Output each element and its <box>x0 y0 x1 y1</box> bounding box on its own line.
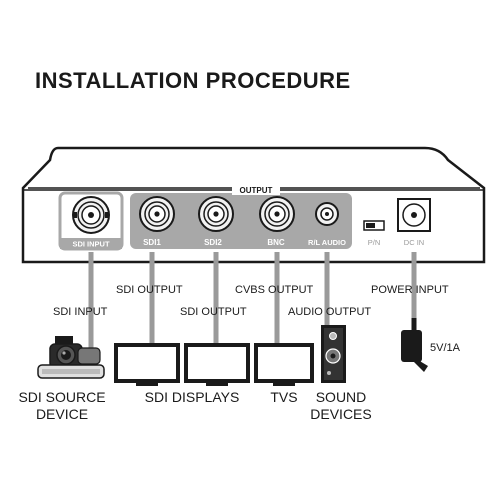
camera-icon <box>37 336 105 379</box>
sdi-output-connection-label-1: SDI OUTPUT <box>116 284 183 296</box>
sdi-input-panel: SDI INPUT <box>58 191 124 251</box>
sound-devices-label-line1: SOUND <box>316 389 367 405</box>
sound-devices-label-line2: DEVICES <box>310 406 371 422</box>
bnc-connector-icon <box>259 196 295 232</box>
source-device-label-line1: SDI SOURCE <box>18 389 105 405</box>
rl-audio-port-label: R/L AUDIO <box>308 238 346 247</box>
switch-icon <box>363 220 385 231</box>
monitor-icon <box>254 343 314 386</box>
sdi-input-port-label: SDI INPUT <box>72 240 110 249</box>
pn-label: P/N <box>368 238 381 247</box>
source-device-label-line2: DEVICE <box>36 406 88 422</box>
rca-jack-icon <box>315 202 339 226</box>
power-adapter-icon <box>401 318 428 372</box>
monitor-icon <box>184 343 250 386</box>
monitor-icon <box>114 343 180 386</box>
dc-in-label: DC IN <box>404 238 424 247</box>
cvbs-output-connection-label: CVBS OUTPUT <box>235 284 314 296</box>
sdi2-port-label: SDI2 <box>204 238 222 247</box>
speaker-icon <box>321 325 346 383</box>
dc-jack-icon <box>397 198 431 232</box>
output-header: OUTPUT <box>240 186 273 195</box>
bnc-connector-icon <box>72 196 110 234</box>
sdi1-port-label: SDI1 <box>143 238 161 247</box>
sdi-input-connection-label: SDI INPUT <box>53 306 108 318</box>
output-panel: OUTPUT SDI1 SDI2 BNC R/L AUDIO <box>130 185 352 249</box>
audio-output-connection-label: AUDIO OUTPUT <box>288 306 371 318</box>
displays-label: SDI DISPLAYS <box>145 389 240 405</box>
page-title: INSTALLATION PROCEDURE <box>35 68 351 93</box>
power-input-connection-label: POWER INPUT <box>371 284 449 296</box>
cables <box>88 252 417 352</box>
bnc-connector-icon <box>198 196 234 232</box>
adapter-rating-label: 5V/1A <box>430 342 461 354</box>
bnc-port-label: BNC <box>267 238 285 247</box>
sdi-output-connection-label-2: SDI OUTPUT <box>180 306 247 318</box>
tvs-label: TVS <box>270 389 297 405</box>
bnc-connector-icon <box>139 196 175 232</box>
